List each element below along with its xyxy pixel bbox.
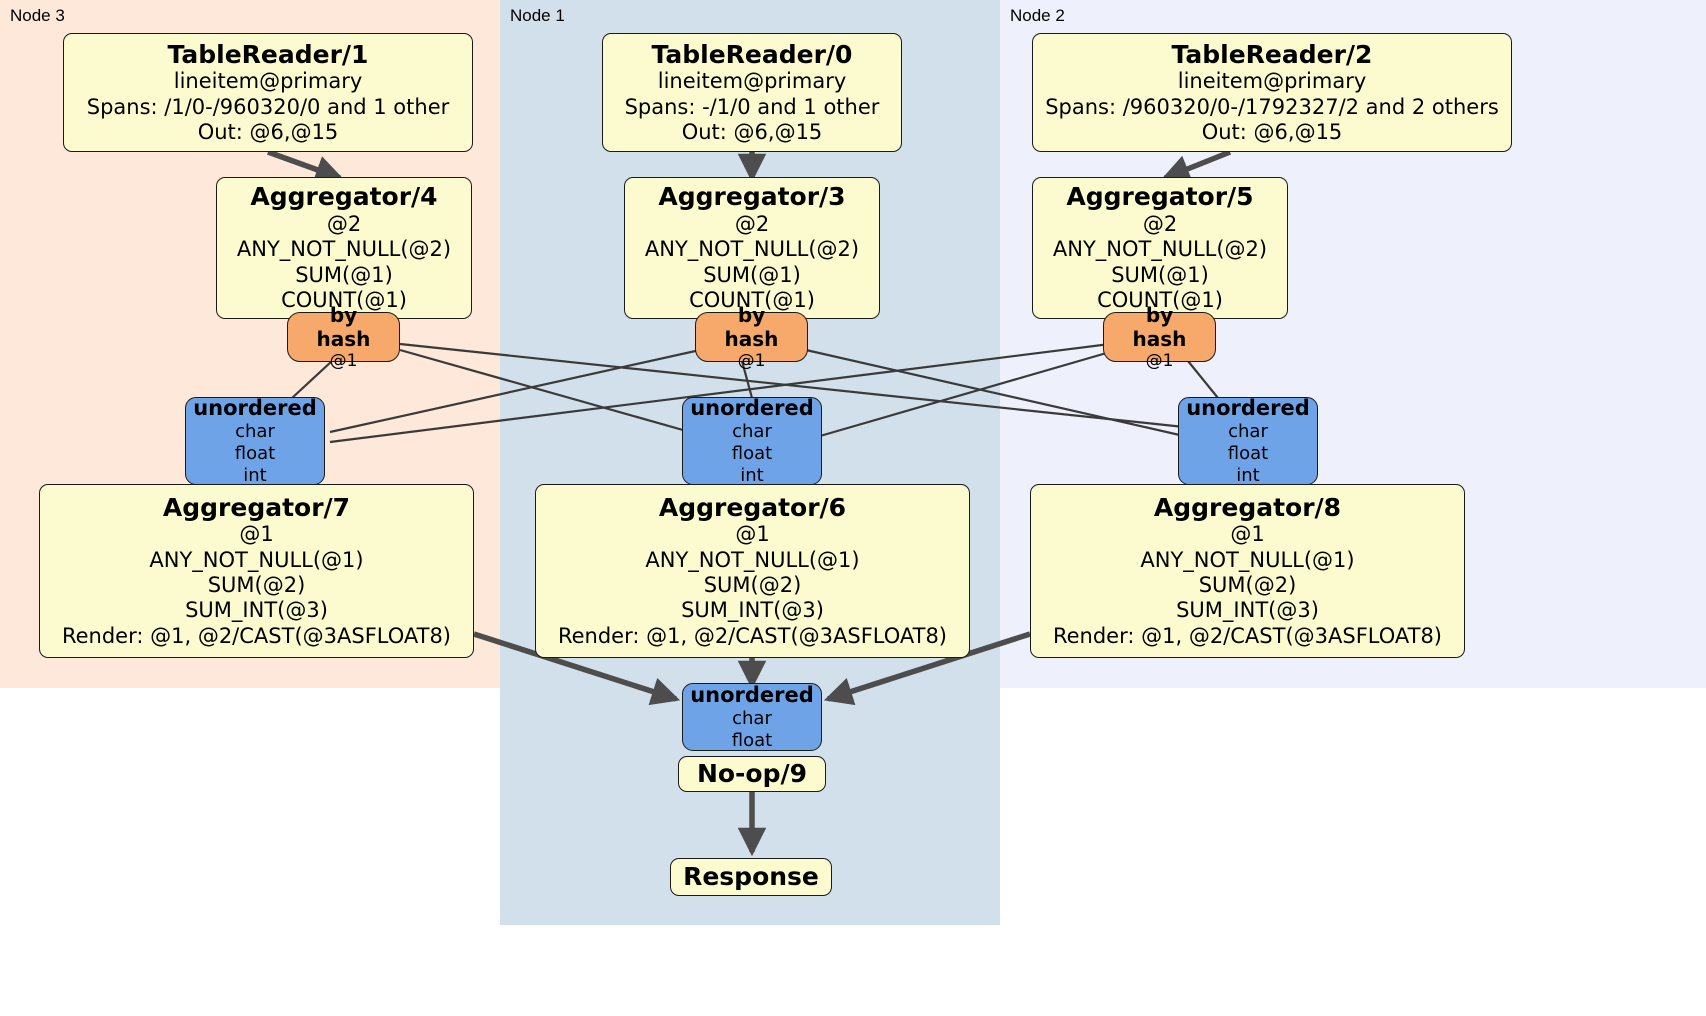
processor-detail: SUM(@1) [703, 262, 801, 287]
router-detail: @1 [1145, 350, 1174, 371]
processor-title: TableReader/1 [167, 39, 369, 69]
processor-detail: Spans: /1/0-/960320/0 and 1 other [86, 94, 450, 119]
processor-detail: Spans: /960320/0-/1792327/2 and 2 others [1045, 94, 1499, 119]
processor-detail: lineitem@primary [173, 69, 363, 94]
processor-title: TableReader/2 [1171, 39, 1373, 69]
processor-detail: SUM_INT(@3) [185, 598, 328, 623]
processor-aggregator-8[interactable]: Aggregator/8 @1 ANY_NOT_NULL(@1) SUM(@2)… [1030, 484, 1465, 658]
router-detail: float [234, 443, 276, 465]
processor-detail: COUNT(@1) [1097, 288, 1223, 313]
processor-aggregator-4[interactable]: Aggregator/4 @2 ANY_NOT_NULL(@2) SUM(@1)… [216, 177, 472, 319]
router-detail: float [731, 730, 773, 752]
processor-detail: @2 [734, 211, 770, 236]
processor-title: Aggregator/7 [162, 492, 351, 522]
panel-node-2-label: Node 2 [1010, 6, 1065, 25]
router-detail: @1 [329, 350, 358, 371]
processor-title: Response [683, 862, 819, 892]
processor-detail: Render: @1, @2/CAST(@3ASFLOAT8) [61, 623, 452, 648]
processor-detail: lineitem@primary [1177, 69, 1367, 94]
router-detail: char [235, 421, 275, 443]
router-unordered-final[interactable]: unordered char float [682, 683, 822, 751]
router-unordered-node3[interactable]: unordered char float int [185, 395, 325, 487]
router-title: unordered [690, 395, 814, 420]
router-detail: int [1236, 465, 1260, 487]
router-title: by hash [316, 302, 371, 351]
router-unordered-node1[interactable]: unordered char float int [682, 395, 822, 487]
processor-detail: @1 [1230, 522, 1265, 547]
processor-detail: ANY_NOT_NULL(@1) [645, 547, 860, 572]
panel-node-1-label: Node 1 [510, 6, 565, 25]
processor-detail: SUM(@2) [703, 573, 802, 598]
processor-tablereader-1[interactable]: TableReader/1 lineitem@primary Spans: /1… [63, 33, 473, 152]
processor-detail: @2 [1142, 211, 1178, 236]
router-by-hash-node1[interactable]: by hash @1 [695, 303, 808, 371]
processor-detail: Out: @6,@15 [197, 119, 339, 144]
router-detail: char [732, 421, 772, 443]
processor-detail: COUNT(@1) [689, 288, 815, 313]
processor-detail: SUM_INT(@3) [681, 598, 824, 623]
router-detail: int [243, 465, 267, 487]
processor-detail: lineitem@primary [657, 69, 847, 94]
router-detail: char [1228, 421, 1268, 443]
processor-detail: @1 [239, 522, 274, 547]
panel-node-3-label: Node 3 [10, 6, 65, 25]
processor-title: Aggregator/4 [250, 182, 438, 212]
processor-detail: Spans: -/1/0 and 1 other [624, 94, 880, 119]
router-title: by hash [1132, 302, 1187, 351]
processor-detail: Out: @6,@15 [1201, 119, 1343, 144]
processor-aggregator-3[interactable]: Aggregator/3 @2 ANY_NOT_NULL(@2) SUM(@1)… [624, 177, 880, 319]
router-detail: float [1227, 443, 1269, 465]
router-by-hash-node2[interactable]: by hash @1 [1103, 303, 1216, 371]
processor-detail: @1 [735, 522, 770, 547]
processor-aggregator-5[interactable]: Aggregator/5 @2 ANY_NOT_NULL(@2) SUM(@1)… [1032, 177, 1288, 319]
processor-detail: Out: @6,@15 [681, 119, 823, 144]
processor-detail: ANY_NOT_NULL(@2) [236, 237, 452, 262]
router-by-hash-node3[interactable]: by hash @1 [287, 303, 400, 371]
router-detail: @1 [737, 350, 766, 371]
processor-title: Aggregator/8 [1153, 492, 1342, 522]
processor-tablereader-2[interactable]: TableReader/2 lineitem@primary Spans: /9… [1032, 33, 1512, 152]
router-detail: int [740, 465, 764, 487]
processor-aggregator-6[interactable]: Aggregator/6 @1 ANY_NOT_NULL(@1) SUM(@2)… [535, 484, 970, 658]
processor-detail: SUM(@1) [1111, 262, 1209, 287]
processor-title: TableReader/0 [651, 39, 853, 69]
processor-tablereader-0[interactable]: TableReader/0 lineitem@primary Spans: -/… [602, 33, 902, 152]
router-title: by hash [724, 302, 779, 351]
router-title: unordered [193, 395, 317, 420]
processor-detail: SUM(@1) [295, 262, 393, 287]
processor-detail: ANY_NOT_NULL(@2) [1052, 237, 1268, 262]
processor-detail: Render: @1, @2/CAST(@3ASFLOAT8) [1052, 623, 1443, 648]
processor-detail: ANY_NOT_NULL(@1) [149, 547, 364, 572]
processor-title: Aggregator/5 [1066, 182, 1254, 212]
router-title: unordered [690, 682, 814, 707]
router-unordered-node2[interactable]: unordered char float int [1178, 395, 1318, 487]
processor-detail: ANY_NOT_NULL(@2) [644, 237, 860, 262]
processor-aggregator-7[interactable]: Aggregator/7 @1 ANY_NOT_NULL(@1) SUM(@2)… [39, 484, 474, 658]
processor-title: No-op/9 [696, 759, 808, 789]
processor-title: Aggregator/6 [658, 492, 847, 522]
processor-detail: ANY_NOT_NULL(@1) [1140, 547, 1355, 572]
router-title: unordered [1186, 395, 1310, 420]
processor-detail: SUM(@2) [1198, 573, 1297, 598]
processor-response[interactable]: Response [670, 858, 832, 896]
processor-detail: @2 [326, 211, 362, 236]
processor-title: Aggregator/3 [658, 182, 846, 212]
processor-detail: COUNT(@1) [281, 288, 407, 313]
processor-detail: SUM_INT(@3) [1176, 598, 1319, 623]
processor-no-op-9[interactable]: No-op/9 [678, 756, 826, 792]
router-detail: float [731, 443, 773, 465]
processor-detail: Render: @1, @2/CAST(@3ASFLOAT8) [557, 623, 948, 648]
router-detail: char [732, 708, 772, 730]
processor-detail: SUM(@2) [207, 573, 306, 598]
